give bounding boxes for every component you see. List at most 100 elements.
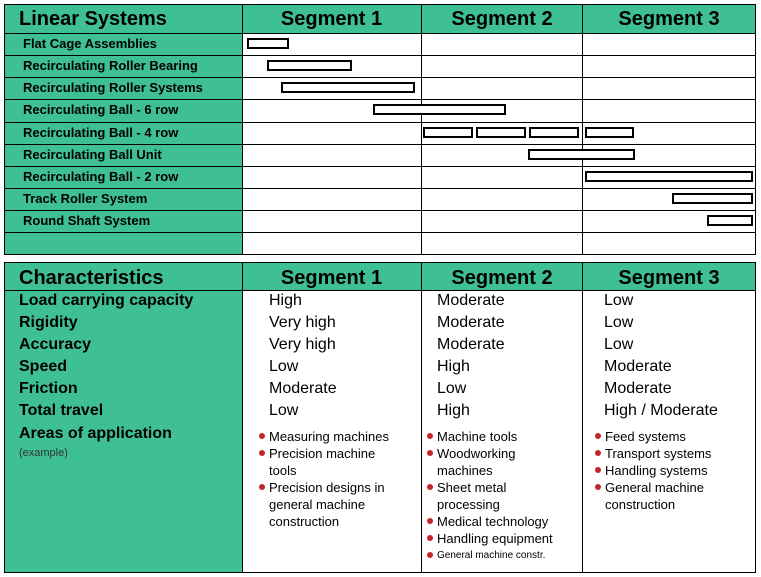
list-item: Medical technology	[425, 513, 575, 530]
char-load-seg2: Moderate	[437, 292, 505, 309]
bullet-dot-icon	[595, 484, 601, 490]
row-label-roller-bearing: Recirculating Roller Bearing	[23, 58, 198, 73]
char-label-total-travel: Total travel	[19, 402, 104, 419]
bullet-dot-icon	[427, 450, 433, 456]
linear-systems-table: Linear Systems Segment 1 Segment 2 Segme…	[4, 4, 756, 255]
bullet-dot-icon	[427, 433, 433, 439]
list-item: Precision designs in general machine con…	[257, 479, 394, 530]
char-travel-seg3: High / Moderate	[604, 402, 718, 419]
table1-segment-3-header: Segment 3	[618, 8, 720, 30]
table2-header-divider	[5, 290, 755, 291]
range-bar-roller-bearing	[267, 60, 352, 71]
char-friction-seg3: Moderate	[604, 380, 672, 397]
char-accuracy-seg3: Low	[604, 336, 634, 353]
char-label-load: Load carrying capacity	[19, 292, 194, 309]
areas-list-seg3: Feed systems Transport systems Handling …	[593, 428, 748, 513]
bullet-dot-icon	[259, 450, 265, 456]
row-divider	[5, 144, 755, 145]
table2-label-column	[5, 291, 242, 572]
column-divider	[582, 263, 583, 572]
list-item: Machine tools	[425, 428, 575, 445]
row-divider	[5, 122, 755, 123]
char-friction-seg1: Moderate	[269, 380, 337, 397]
list-item: Precision machine tools	[257, 445, 389, 479]
range-bar-ball-2-row	[585, 171, 753, 182]
char-rigidity-seg1: Very high	[269, 314, 336, 331]
char-friction-seg2: Low	[437, 380, 467, 397]
char-rigidity-seg2: Moderate	[437, 314, 505, 331]
bullet-dot-icon	[427, 552, 433, 558]
char-speed-seg2: High	[437, 358, 470, 375]
table2-header-bg	[5, 263, 755, 291]
range-bar-ball-4-row-c	[529, 127, 579, 138]
table2-segment-1-header: Segment 1	[280, 267, 383, 289]
row-divider	[5, 166, 755, 167]
table1-header-bg	[5, 5, 755, 33]
range-bar-ball-4-row-d	[585, 127, 634, 138]
row-divider	[5, 210, 755, 211]
areas-label: Areas of application	[19, 425, 172, 442]
table1-segment-1-header: Segment 1	[280, 8, 383, 30]
list-item: Handling equipment	[425, 530, 575, 547]
bullet-dot-icon	[427, 484, 433, 490]
list-item: Woodworking machines	[425, 445, 537, 479]
list-item: Handling systems	[593, 462, 748, 479]
bullet-dot-icon	[259, 433, 265, 439]
areas-sublabel: (example)	[19, 447, 68, 459]
areas-list-seg1: Measuring machines Precision machine too…	[257, 428, 417, 530]
char-label-accuracy: Accuracy	[19, 336, 92, 353]
char-travel-seg1: Low	[269, 402, 299, 419]
range-bar-ball-4-row-b	[476, 127, 526, 138]
bullet-dot-icon	[427, 535, 433, 541]
range-bar-track-roller	[672, 193, 753, 204]
bullet-dot-icon	[427, 518, 433, 524]
range-bar-roller-systems	[281, 82, 415, 93]
table2-segment-3-header: Segment 3	[618, 267, 720, 289]
column-divider	[582, 5, 583, 254]
row-divider	[5, 188, 755, 189]
row-label-ball-unit: Recirculating Ball Unit	[23, 147, 162, 162]
char-label-speed: Speed	[19, 358, 68, 375]
table2-segment-2-header: Segment 2	[451, 267, 553, 289]
bullet-dot-icon	[595, 433, 601, 439]
row-label-ball-2-row: Recirculating Ball - 2 row	[23, 169, 179, 184]
table2-title: Characteristics	[19, 267, 164, 289]
column-divider	[242, 263, 243, 572]
char-label-friction: Friction	[19, 380, 78, 397]
column-divider	[421, 263, 422, 572]
char-accuracy-seg2: Moderate	[437, 336, 505, 353]
row-divider	[5, 99, 755, 100]
table1-title: Linear Systems	[19, 8, 167, 30]
areas-list-seg2: Machine tools Woodworking machines Sheet…	[425, 428, 575, 564]
table1-header-divider	[5, 33, 755, 34]
char-accuracy-seg1: Very high	[269, 336, 336, 353]
row-label-flat-cage: Flat Cage Assemblies	[23, 36, 157, 51]
column-divider	[421, 5, 422, 254]
characteristics-table: Characteristics Segment 1 Segment 2 Segm…	[4, 262, 756, 573]
table1-label-column	[5, 33, 242, 254]
list-item: Sheet metal processing	[425, 479, 532, 513]
list-item: Feed systems	[593, 428, 748, 445]
range-bar-flat-cage	[247, 38, 289, 49]
row-label-round-shaft: Round Shaft System	[23, 213, 151, 228]
range-bar-ball-unit	[528, 149, 635, 160]
bullet-dot-icon	[595, 467, 601, 473]
char-label-rigidity: Rigidity	[19, 314, 78, 331]
range-bar-ball-4-row-a	[423, 127, 473, 138]
char-load-seg3: Low	[604, 292, 634, 309]
column-divider	[242, 5, 243, 254]
bullet-dot-icon	[259, 484, 265, 490]
range-bar-ball-6-row	[373, 104, 506, 115]
table1-segment-2-header: Segment 2	[451, 8, 553, 30]
row-label-ball-6-row: Recirculating Ball - 6 row	[23, 102, 179, 117]
row-label-ball-4-row: Recirculating Ball - 4 row	[23, 125, 179, 140]
char-load-seg1: High	[269, 292, 302, 309]
row-label-roller-systems: Recirculating Roller Systems	[23, 80, 203, 95]
row-divider	[5, 55, 755, 56]
list-item: Measuring machines	[257, 428, 417, 445]
char-rigidity-seg3: Low	[604, 314, 634, 331]
char-speed-seg3: Moderate	[604, 358, 672, 375]
row-label-track-roller: Track Roller System	[23, 191, 148, 206]
row-divider	[5, 77, 755, 78]
bullet-dot-icon	[595, 450, 601, 456]
